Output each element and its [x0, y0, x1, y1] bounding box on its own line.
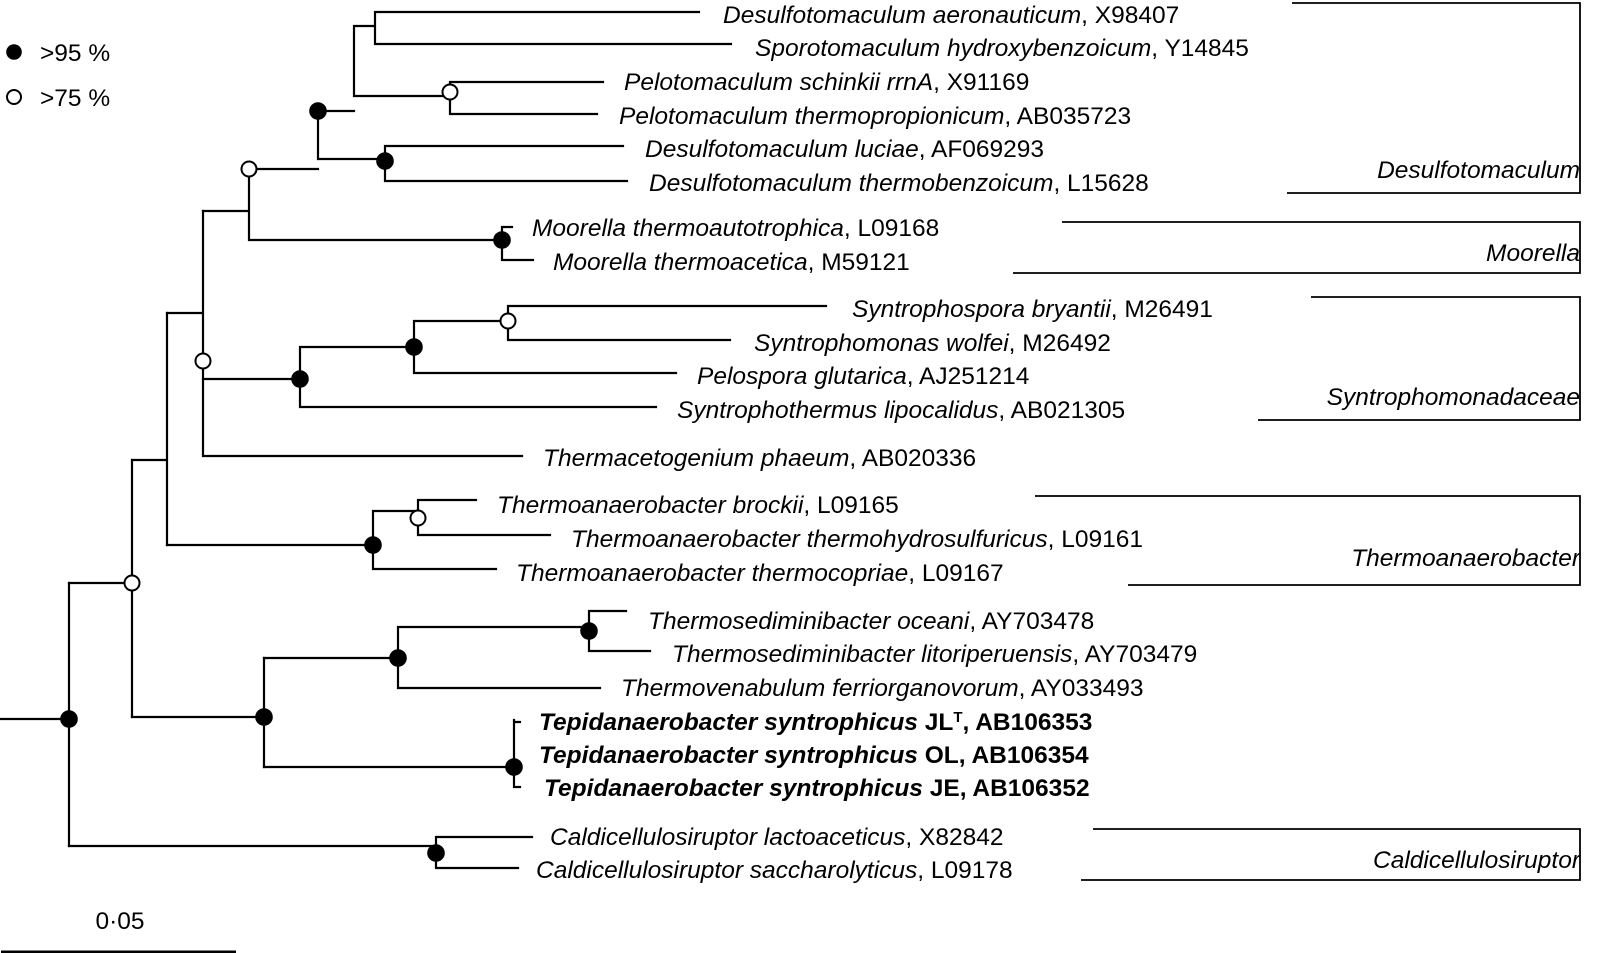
- group-label-syntrophomonadaceae: Syntrophomonadaceae: [1327, 384, 1580, 411]
- taxon-label-highlight: Tepidanaerobacter syntrophicus JE, AB106…: [544, 775, 1090, 802]
- taxon-label: Caldicellulosiruptor lactoaceticus, X828…: [550, 824, 1004, 851]
- branch-upper: [130, 311, 169, 547]
- bracket-desulfotomaculum: [1287, 2, 1581, 194]
- taxon-label: Caldicellulosiruptor saccharolyticus, L0…: [536, 857, 1013, 884]
- node-tepidanaerobacter-filled: [505, 758, 523, 776]
- node-desulfotomaculum-filled: [309, 102, 327, 120]
- taxon-label: Syntrophothermus lipocalidus, AB021305: [677, 397, 1125, 424]
- branch-thermosed-group: [262, 609, 652, 690]
- bracket-caldicellulosiruptor: [1081, 828, 1581, 881]
- legend-open-label: >75 %: [40, 85, 110, 112]
- node-thermoanaerobacter-filled: [364, 536, 382, 554]
- taxon-label: Syntrophomonas wolfei, M26492: [754, 330, 1111, 357]
- taxon-label: Thermosediminibacter oceani, AY703478: [648, 608, 1094, 635]
- scale-bar: 0·05: [1, 908, 236, 953]
- node-thermosediminibacter-filled: [580, 622, 598, 640]
- branch-ingroup: [67, 458, 134, 719]
- node-root-filled: [60, 710, 78, 728]
- legend-filled-node-icon: [6, 44, 22, 60]
- branch-upper-inner: [165, 209, 524, 458]
- taxon-label: Pelotomaculum thermopropionicum, AB03572…: [619, 103, 1131, 130]
- branch-thermoanaerobacter: [165, 498, 552, 571]
- taxon-label: Desulfotomaculum thermobenzoicum, L15628: [649, 170, 1149, 197]
- branch-desulfotomaculum: [247, 10, 733, 183]
- node-thermoanaerobacter-open: [409, 509, 427, 527]
- node-desulfo-moorella-open: [240, 160, 258, 178]
- taxon-label-highlight: Tepidanaerobacter syntrophicus JLT, AB10…: [539, 709, 1092, 737]
- legend-open-node-icon: [6, 89, 22, 105]
- taxon-label: Thermoanaerobacter thermohydrosulfuricus…: [571, 526, 1143, 553]
- taxon-label: Desulfotomaculum aeronauticum, X98407: [723, 2, 1179, 29]
- taxon-label: Pelospora glutarica, AJ251214: [697, 363, 1029, 390]
- taxon-label: Thermacetogenium phaeum, AB020336: [543, 445, 976, 472]
- legend-filled-label: >95 %: [40, 40, 110, 67]
- scale-bar-label: 0·05: [95, 908, 144, 935]
- node-moorella-filled: [493, 231, 511, 249]
- bracket-moorella: [1013, 221, 1581, 274]
- node-pelotomaculum-open: [441, 83, 459, 101]
- taxon-label: Pelotomaculum schinkii rrnA, X91169: [624, 69, 1029, 96]
- taxon-labels: Desulfotomaculum aeronauticum, X98407 Sp…: [497, 2, 1249, 884]
- node-syntrophomonad-filled: [291, 370, 309, 388]
- bracket-syntrophomonadaceae: [1258, 296, 1581, 421]
- group-label-caldicellulosiruptor: Caldicellulosiruptor: [1373, 847, 1581, 874]
- node-syntrophospora-filled: [405, 338, 423, 356]
- taxon-label: Thermoanaerobacter brockii, L09165: [497, 492, 899, 519]
- taxon-label-highlight: Tepidanaerobacter syntrophicus OL, AB106…: [539, 742, 1089, 769]
- node-caldicellulosiruptor-filled: [427, 844, 445, 862]
- tree-nodes: [60, 83, 598, 862]
- branch-lower-clade: [130, 656, 266, 769]
- branch-tepidanaerobacter: [262, 718, 522, 789]
- group-label-desulfotomaculum: Desulfotomaculum: [1377, 157, 1580, 184]
- taxon-label: Desulfotomaculum luciae, AF069293: [645, 136, 1044, 163]
- taxon-label: Syntrophospora bryantii, M26491: [852, 296, 1213, 323]
- node-ingroup-open: [123, 574, 141, 592]
- taxon-label: Sporotomaculum hydroxybenzoicum, Y14845: [755, 35, 1249, 62]
- taxon-label: Thermosediminibacter litoriperuensis, AY…: [672, 641, 1197, 668]
- branch-caldi: [67, 835, 534, 870]
- group-label-thermoanaerobacter: Thermoanaerobacter: [1351, 545, 1581, 572]
- node-upper-open: [194, 352, 212, 370]
- bracket-thermoanaerobacter: [1035, 495, 1581, 586]
- branch-desulfo-moorella: [201, 167, 535, 262]
- node-lower-clade-filled: [255, 708, 273, 726]
- node-syntrophospora-open: [499, 312, 517, 330]
- node-desulfo-luciae-filled: [376, 152, 394, 170]
- taxon-label: Moorella thermoacetica, M59121: [553, 249, 910, 276]
- taxon-label: Thermoanaerobacter thermocopriae, L09167: [516, 560, 1004, 587]
- taxon-label: Moorella thermoautotrophica, L09168: [532, 215, 939, 242]
- group-brackets: Desulfotomaculum Moorella Syntrophomonad…: [1013, 2, 1581, 881]
- group-label-moorella: Moorella: [1486, 240, 1580, 267]
- node-thermosed-group-filled: [389, 649, 407, 667]
- taxon-label: Thermovenabulum ferriorganovorum, AY0334…: [621, 675, 1144, 702]
- legend: >95 % >75 %: [6, 40, 110, 112]
